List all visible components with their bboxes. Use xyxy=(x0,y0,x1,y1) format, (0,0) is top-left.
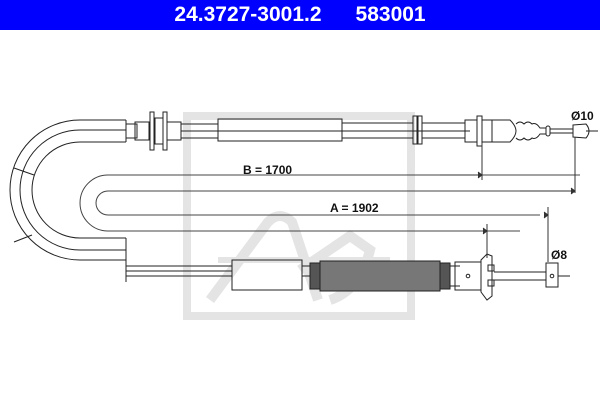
reference-number: 583001 xyxy=(355,3,426,26)
dimension-A-label: A = 1902 xyxy=(330,201,379,215)
dimension-guide-loops xyxy=(79,174,580,232)
dimension-B-line xyxy=(440,137,576,195)
diameter-8-label: Ø8 xyxy=(551,248,567,262)
dimension-B-label: B = 1700 xyxy=(243,163,292,177)
cable-sheath-bend xyxy=(9,119,127,282)
part-number: 24.3727-3001.2 xyxy=(174,3,322,26)
diameter-10-label: Ø10 xyxy=(571,109,594,123)
dimension-A-line xyxy=(482,207,549,262)
upper-cable-run xyxy=(125,111,598,151)
title-bar: 24.3727-3001.2 583001 xyxy=(0,0,600,30)
corrugated-boot xyxy=(319,253,570,301)
lower-cable-run xyxy=(126,259,321,291)
cable-drawing: B = 1700 A = 1902 Ø10 Ø8 xyxy=(9,109,598,320)
